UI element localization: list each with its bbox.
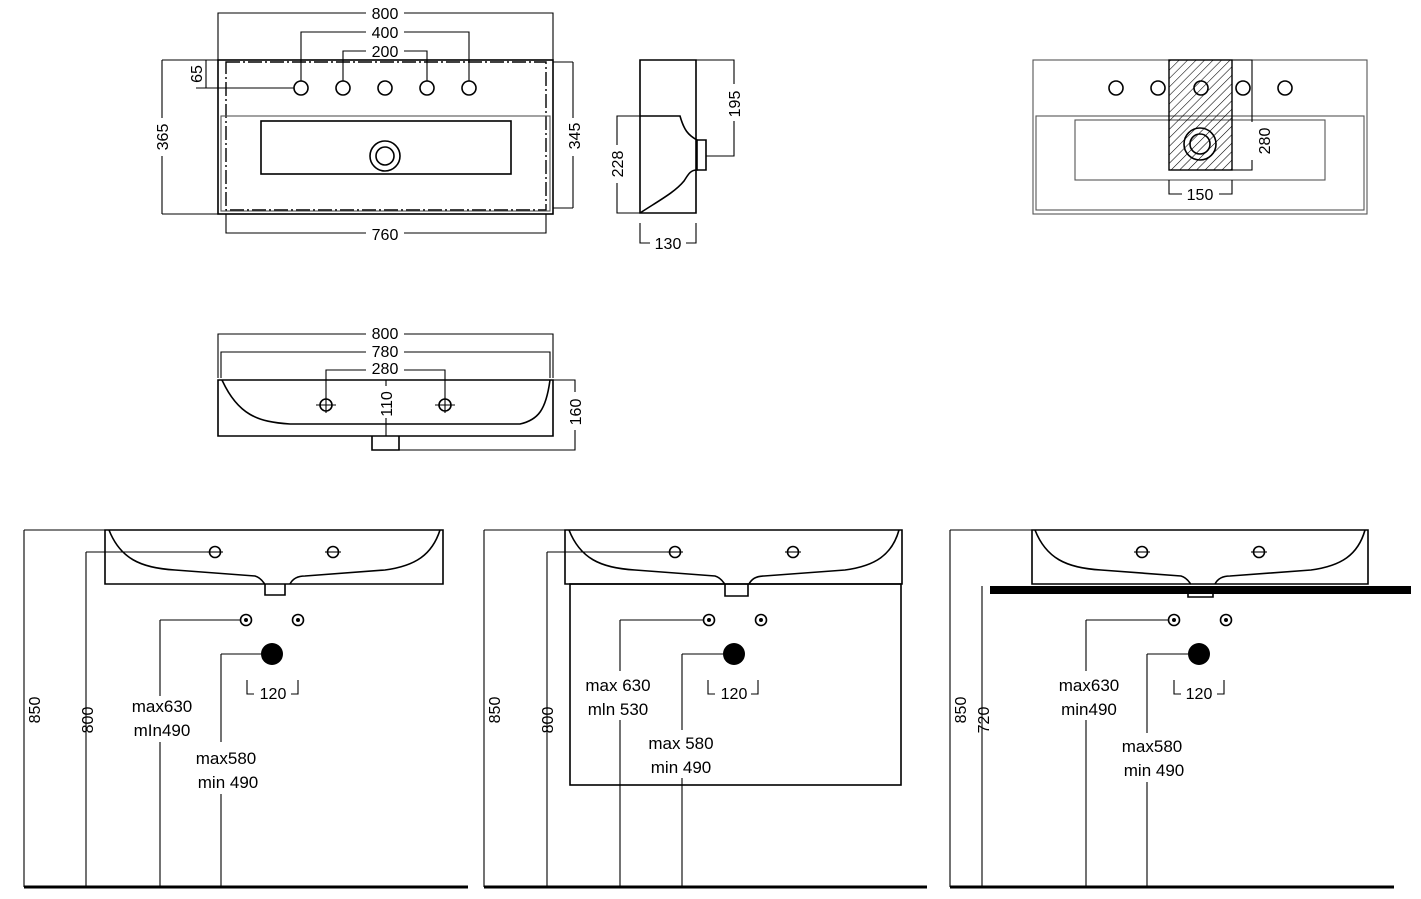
basin-hidden-outline [225, 61, 547, 211]
dim-side-depth: 130 [655, 236, 682, 253]
dim-waste-spacing-2: 120 [721, 686, 748, 703]
dim-side-height: 195 [727, 91, 744, 118]
dim-floor-height-1: 850 [27, 697, 44, 724]
countertop-slab [990, 586, 1411, 594]
dim-waste-spacing-1: 120 [260, 686, 287, 703]
side-profile-outer [639, 59, 697, 214]
installation-wall-hung: 120 850 800 max630 mIn490 max580 min 490 [23, 529, 468, 889]
dim-inner-depth: 345 [567, 123, 584, 150]
installation-cabinet: 120 850 800 max 630 mln 530 max 580 min … [483, 529, 927, 889]
dim-floor-height-2: 850 [487, 697, 504, 724]
tap-holes-zone [1108, 80, 1293, 96]
dim-rim-height-3: 720 [976, 707, 993, 734]
front-view: 800 780 280 110 160 [217, 326, 585, 451]
side-drain-stub [697, 139, 707, 171]
supply-max-2: max 630 [585, 676, 650, 695]
top-view: 800 400 200 65 365 345 760 [155, 6, 584, 244]
installation-countertop: 120 850 720 max630 min490 max580 min 490 [949, 529, 1411, 889]
drain-outer-top [369, 140, 401, 172]
front-bowl-curve [221, 379, 551, 425]
side-bowl-curve [639, 115, 698, 214]
dim-front-height: 160 [568, 399, 585, 426]
dim-hole-height: 110 [379, 391, 396, 417]
dim-front-inner-width: 780 [372, 344, 399, 361]
supply-max-3: max630 [1059, 676, 1119, 695]
waste-max-1: max580 [196, 749, 256, 768]
tap-holes-top [293, 80, 477, 96]
dim-rim-height-1: 800 [80, 707, 97, 734]
dim-base-width: 760 [372, 227, 399, 244]
basin-outline-top [217, 59, 554, 215]
trap-zone-view: 280 150 [1032, 59, 1368, 215]
dim-tap-span-inner: 200 [372, 44, 399, 61]
supply-min-1: mIn490 [134, 721, 191, 740]
bowl-inner-top [260, 120, 512, 175]
drain-inner-top [375, 146, 395, 166]
waste-max-3: max580 [1122, 737, 1182, 756]
dim-zone-height: 280 [1257, 128, 1274, 155]
front-tap-holes [316, 397, 455, 413]
bowl-edge-top [220, 115, 551, 212]
waste-min-1: min 490 [198, 773, 258, 792]
side-view: 195 228 130 [610, 59, 744, 253]
dim-waste-spacing-3: 120 [1186, 686, 1213, 703]
dim-rim-height-2: 800 [540, 707, 557, 734]
dim-overall-depth: 365 [155, 124, 172, 151]
dim-hole-spacing: 280 [372, 361, 399, 378]
supply-max-1: max630 [132, 697, 192, 716]
dim-floor-height-3: 850 [953, 697, 970, 724]
front-outline [217, 379, 554, 437]
trap-hatched-zone [1168, 59, 1233, 171]
drain-outer-zone [1183, 127, 1217, 161]
supply-min-3: min490 [1061, 700, 1117, 719]
cabinet-outline [569, 583, 902, 786]
dim-top-width: 800 [372, 6, 399, 23]
dim-tap-span-outer: 400 [372, 25, 399, 42]
front-drain-stub [371, 436, 400, 451]
waste-min-3: min 490 [1124, 761, 1184, 780]
waste-max-2: max 580 [648, 734, 713, 753]
dim-zone-width: 150 [1187, 187, 1214, 204]
dim-front-width: 800 [372, 326, 399, 343]
drain-inner-zone [1189, 133, 1211, 155]
dim-bowl-height: 228 [610, 151, 627, 178]
supply-min-2: mln 530 [588, 700, 648, 719]
waste-min-2: min 490 [651, 758, 711, 777]
dim-tap-offset: 65 [189, 65, 206, 83]
